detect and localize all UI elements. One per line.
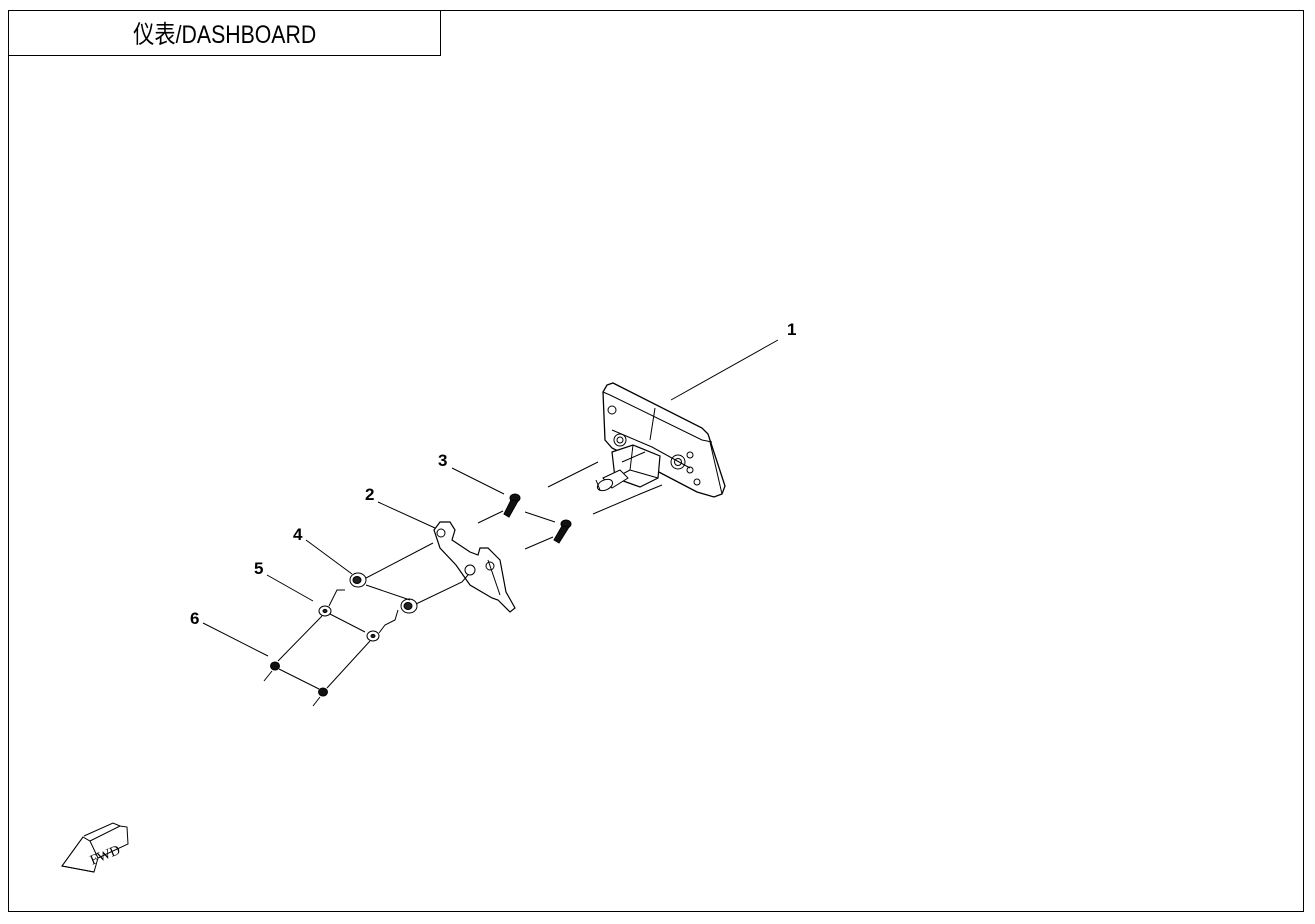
part-4-grommets[interactable] — [349, 572, 418, 614]
part-1-dashboard[interactable] — [547, 382, 726, 515]
callout-2: 2 — [365, 485, 374, 504]
callout-4: 4 — [293, 525, 303, 544]
assembly-axis-lines — [263, 542, 469, 707]
part-6-nuts[interactable] — [270, 661, 328, 697]
page-title: 仪表/DASHBOARD — [132, 21, 317, 49]
callout-3: 3 — [438, 451, 447, 470]
callout-1: 1 — [787, 320, 796, 339]
drawing-frame — [8, 10, 1304, 912]
leader-lines — [202, 339, 779, 657]
fwd-arrow-icon: FWD — [61, 822, 129, 873]
callout-6: 6 — [190, 609, 199, 628]
callout-5: 5 — [254, 559, 263, 578]
part-5-washers[interactable] — [318, 605, 380, 642]
part-3-screws[interactable] — [477, 493, 572, 550]
title-box: 仪表/DASHBOARD — [8, 10, 441, 56]
part-2-bracket[interactable] — [433, 521, 516, 613]
